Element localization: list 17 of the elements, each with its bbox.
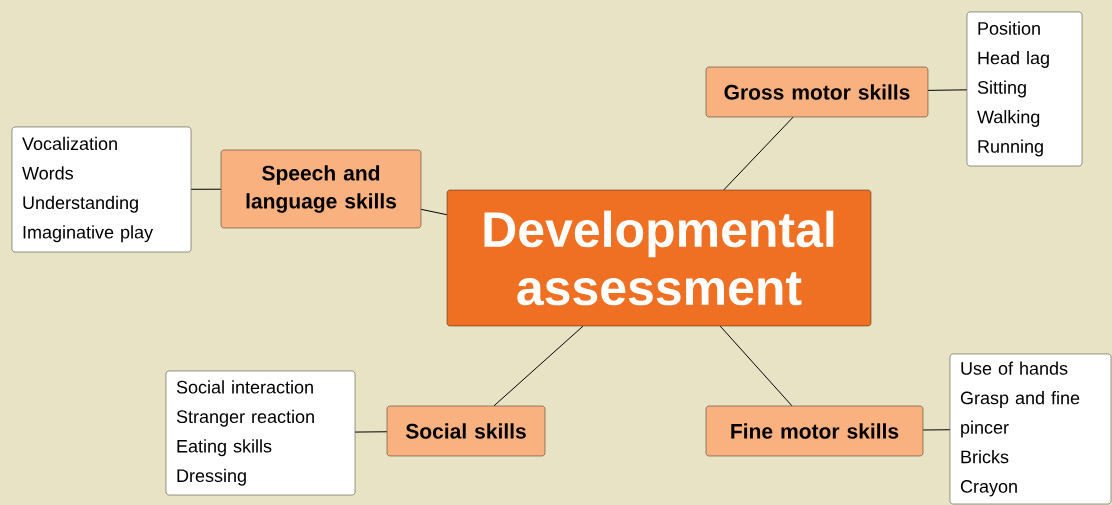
connector-line <box>493 325 584 407</box>
connector-line <box>354 431 388 433</box>
connector-line <box>723 116 794 191</box>
connector-line <box>190 188 222 190</box>
list-box: Position Head lag Sitting Walking Running <box>966 11 1083 167</box>
connector-line <box>420 208 448 216</box>
skill-box: Social skills <box>386 405 546 457</box>
list-box: Use of hands Grasp and fine pincer Bricks Crayon <box>949 353 1112 505</box>
skill-box: Speech and language skills <box>220 149 422 229</box>
skill-box: Gross motor skills <box>705 66 929 118</box>
hub-box: Developmental assessment <box>446 189 872 327</box>
list-box: Vocalization Words Understanding Imaginative play <box>11 126 192 253</box>
skill-box: Fine motor skills <box>705 405 924 457</box>
list-box: Social interaction Stranger reaction Eating skills Dressing <box>165 370 356 496</box>
connector-line <box>927 89 968 91</box>
connector-line <box>922 429 951 431</box>
connector-line <box>719 325 793 407</box>
